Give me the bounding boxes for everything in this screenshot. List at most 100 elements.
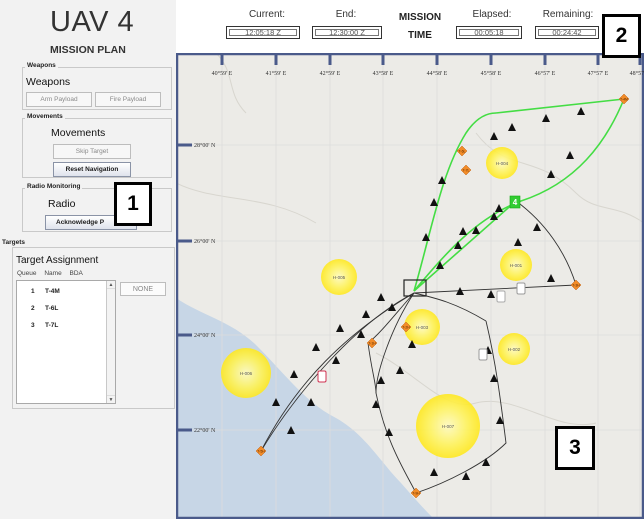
direction-marker bbox=[287, 426, 295, 434]
longitude-label: 40°59' E bbox=[212, 70, 233, 77]
latitude-tick bbox=[178, 428, 192, 432]
uav-icon[interactable] bbox=[516, 282, 526, 295]
direction-marker bbox=[332, 356, 340, 364]
longitude-label: 44°58' E bbox=[427, 70, 448, 77]
hazard-zone[interactable]: H-003 bbox=[404, 309, 440, 345]
bda-none-button[interactable]: NONE bbox=[120, 282, 166, 296]
hazard-zone[interactable]: H-005 bbox=[321, 259, 357, 295]
hazard-label: H-007 bbox=[442, 424, 455, 429]
direction-marker bbox=[472, 226, 480, 234]
mission-time-label: MISSION TIME bbox=[398, 12, 442, 41]
mission-plan-subtitle: MISSION PLAN bbox=[50, 44, 126, 56]
uav-icon[interactable] bbox=[317, 370, 327, 383]
latitude-label: 28°00' N bbox=[194, 142, 216, 149]
direction-marker bbox=[495, 204, 503, 212]
direction-marker bbox=[357, 330, 365, 338]
elapsed-time-field: 00:05:18 bbox=[456, 26, 522, 39]
direction-marker bbox=[514, 238, 522, 246]
route-path bbox=[413, 200, 517, 292]
radio-heading: Radio bbox=[48, 198, 76, 210]
column-name: Name bbox=[44, 270, 62, 277]
direction-marker bbox=[362, 310, 370, 318]
longitude-tick bbox=[596, 55, 600, 65]
weapons-caption: Weapons bbox=[25, 62, 58, 69]
hazard-label: H-004 bbox=[496, 161, 509, 166]
target-marker[interactable]: T-5H bbox=[255, 445, 267, 457]
uav-icon[interactable] bbox=[496, 290, 506, 303]
targets-group bbox=[12, 247, 175, 409]
latitude-scale: 28°00' N26°00' N24°00' N22°00' N bbox=[178, 142, 216, 434]
reset-navigation-button[interactable]: Reset Navigation bbox=[53, 162, 131, 177]
movements-group: Movements Movements Skip Target Reset Na… bbox=[22, 113, 172, 178]
skip-target-button[interactable]: Skip Target bbox=[53, 144, 131, 159]
direction-marker bbox=[496, 416, 504, 424]
route-path bbox=[413, 98, 625, 292]
latitude-tick bbox=[178, 333, 192, 337]
arm-payload-button[interactable]: Arm Payload bbox=[26, 92, 92, 107]
scroll-down-icon[interactable]: ▼ bbox=[107, 395, 115, 403]
latitude-label: 26°00' N bbox=[194, 238, 216, 245]
callout-2: 2 bbox=[602, 14, 641, 58]
direction-marker bbox=[547, 170, 555, 178]
longitude-label: 41°59' E bbox=[266, 70, 287, 77]
target-marker[interactable]: T-7L bbox=[460, 164, 472, 176]
targets-caption: Targets bbox=[2, 239, 25, 246]
route-direction-markers bbox=[272, 107, 585, 480]
weapons-group: Weapons Weapons Arm Payload Fire Payload bbox=[22, 62, 172, 110]
longitude-tick bbox=[435, 55, 439, 65]
longitude-tick bbox=[638, 55, 642, 65]
uav-icon[interactable] bbox=[478, 348, 488, 361]
direction-marker bbox=[396, 366, 404, 374]
column-bda: BDA bbox=[69, 270, 83, 277]
end-time-field: 12:30:00 Z bbox=[312, 26, 382, 39]
direction-marker bbox=[566, 151, 574, 159]
route-path bbox=[415, 320, 507, 494]
direction-marker bbox=[307, 398, 315, 406]
longitude-tick bbox=[328, 55, 332, 65]
control-panel: UAV 4 MISSION PLAN Weapons Weapons Arm P… bbox=[0, 0, 176, 519]
uav-title: UAV 4 bbox=[50, 6, 135, 38]
longitude-tick bbox=[220, 55, 224, 65]
direction-marker bbox=[372, 400, 380, 408]
remaining-time-field: 00:24:42 bbox=[535, 26, 599, 39]
hazard-zone[interactable]: H-001 bbox=[500, 249, 532, 281]
hazard-label: H-002 bbox=[508, 347, 521, 352]
direction-marker bbox=[462, 472, 470, 480]
target-marker[interactable]: T-3H bbox=[570, 279, 582, 291]
target-marker[interactable]: T-6L bbox=[456, 145, 468, 157]
direction-marker bbox=[422, 233, 430, 241]
direction-marker bbox=[508, 123, 516, 131]
scroll-up-icon[interactable]: ▲ bbox=[107, 282, 115, 289]
target-marker[interactable]: T-2H bbox=[400, 321, 412, 333]
target-marker[interactable]: T-9H bbox=[410, 487, 422, 499]
uav-4-icon[interactable]: 4 bbox=[509, 195, 521, 209]
longitude-label: 48°57' E bbox=[630, 70, 644, 77]
target-label: T-9H bbox=[412, 492, 420, 496]
longitude-label: 42°59' E bbox=[320, 70, 341, 77]
hazard-zone[interactable]: H-004 bbox=[486, 147, 518, 179]
target-marker[interactable]: T-4M bbox=[618, 93, 630, 105]
flight-routes bbox=[260, 98, 625, 494]
hazard-zone[interactable]: H-006 bbox=[221, 348, 271, 398]
target-marker[interactable]: T-1H bbox=[366, 337, 378, 349]
direction-marker bbox=[490, 374, 498, 382]
target-markers: T-4M T-6L T-7L T-3H T-1H T-5H T-9H T-2H bbox=[255, 93, 630, 499]
radio-caption: Radio Monitoring bbox=[25, 183, 83, 190]
direction-marker bbox=[388, 303, 396, 311]
fire-payload-button[interactable]: Fire Payload bbox=[95, 92, 161, 107]
direction-marker bbox=[459, 227, 467, 235]
hazard-zone[interactable]: H-002 bbox=[498, 333, 530, 365]
hazard-zone[interactable]: H-007 bbox=[416, 394, 480, 458]
hazard-label: H-005 bbox=[333, 275, 346, 280]
elapsed-time-label: Elapsed: bbox=[472, 9, 512, 20]
direction-marker bbox=[487, 290, 495, 298]
route-path bbox=[515, 200, 577, 286]
list-scrollbar[interactable]: ▲ ▼ bbox=[106, 281, 115, 403]
home-base-icon[interactable] bbox=[403, 279, 427, 297]
